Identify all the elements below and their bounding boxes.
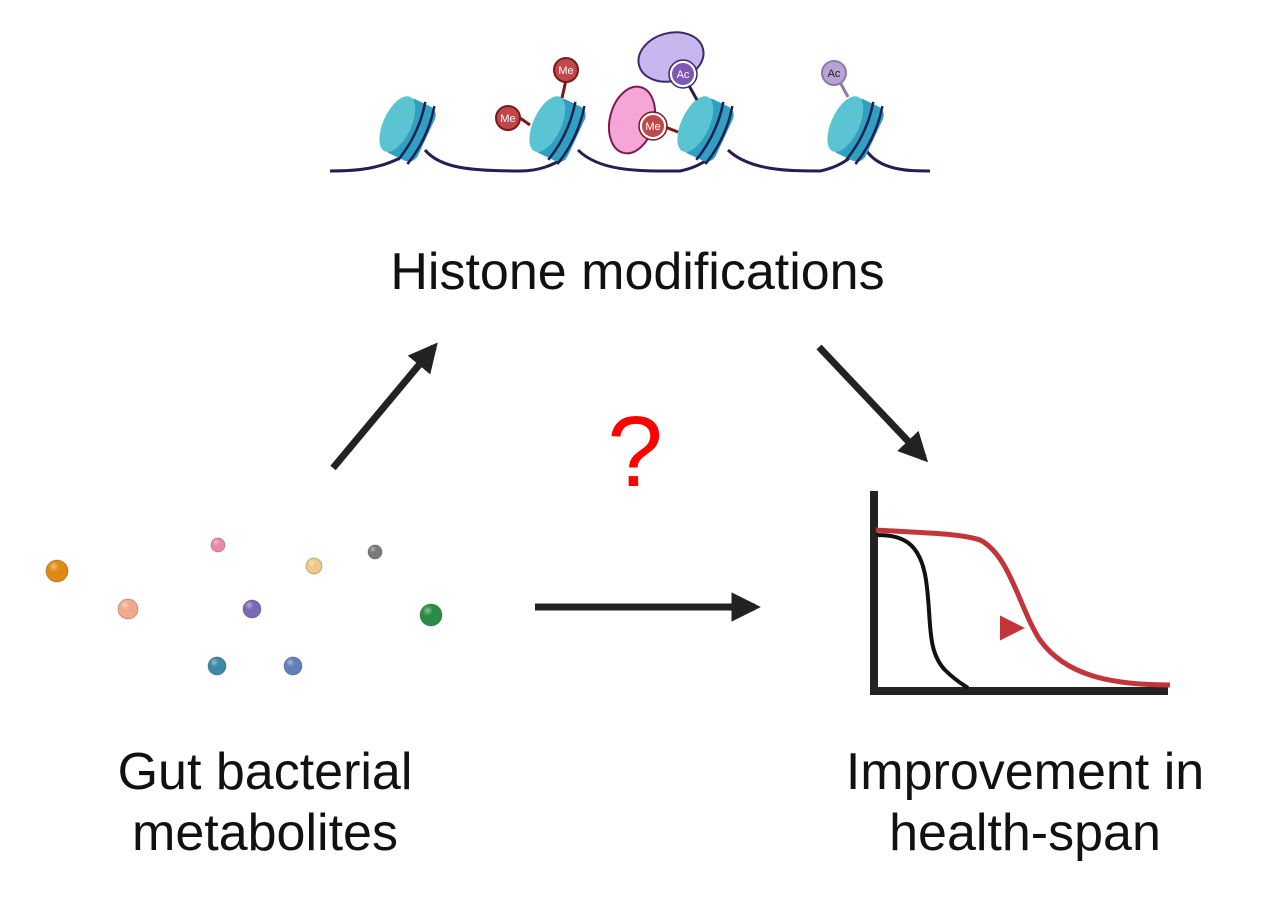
nucleosome (827, 96, 884, 165)
svg-text:Ac: Ac (677, 69, 690, 81)
healthspan-label-line2: health-span (889, 804, 1161, 863)
nucleosome (677, 96, 734, 165)
metabolite-highlight (118, 599, 138, 619)
treated-survival-curve (875, 527, 1171, 688)
methyl-mark-2: Me (495, 105, 521, 131)
methyl-mark-1: Me (553, 57, 579, 83)
metabolites-label-line1: Gut bacterial (117, 743, 413, 801)
healthspan-label: Improvement in health-span (800, 742, 1250, 865)
metabolite-highlight (211, 538, 225, 552)
nucleosome (529, 96, 586, 165)
survival-plot (870, 491, 1171, 695)
acetyl-mark-1: Ac (668, 59, 698, 89)
arrow-metabolites-to-histone (330, 342, 438, 471)
arrow-histone-to-healthspan (816, 344, 929, 463)
healthspan-label-line1: Improvement in (845, 743, 1205, 801)
nucleosome (379, 96, 436, 165)
svg-text:Me: Me (558, 65, 573, 77)
control-survival-curve (875, 533, 970, 690)
metabolite-highlight (420, 604, 442, 626)
metabolite-highlight (243, 600, 261, 618)
histone-modifications-label: Histone modifications (390, 243, 885, 301)
metabolite-highlight (284, 657, 302, 675)
acetyl-mark-2: Ac (821, 60, 847, 86)
chromatin-illustration: Me Me Me Ac Ac (329, 31, 931, 173)
svg-text:Me: Me (500, 113, 515, 125)
reader-protein-purple (637, 31, 705, 83)
dna-strand (329, 148, 931, 173)
svg-text:Me: Me (645, 121, 660, 133)
svg-text:Ac: Ac (828, 68, 841, 80)
metabolite-highlight (46, 560, 68, 582)
metabolites-label-line2: metabolites (132, 804, 398, 863)
methyl-mark-3: Me (638, 111, 668, 141)
metabolite-highlight (306, 558, 322, 574)
metabolite-highlight (208, 657, 226, 675)
gut-bacterial-metabolites-label: Gut bacterial metabolites (40, 742, 490, 865)
metabolites-cluster (45, 537, 443, 676)
question-mark: ? (607, 396, 663, 508)
metabolite-highlight (368, 545, 382, 559)
